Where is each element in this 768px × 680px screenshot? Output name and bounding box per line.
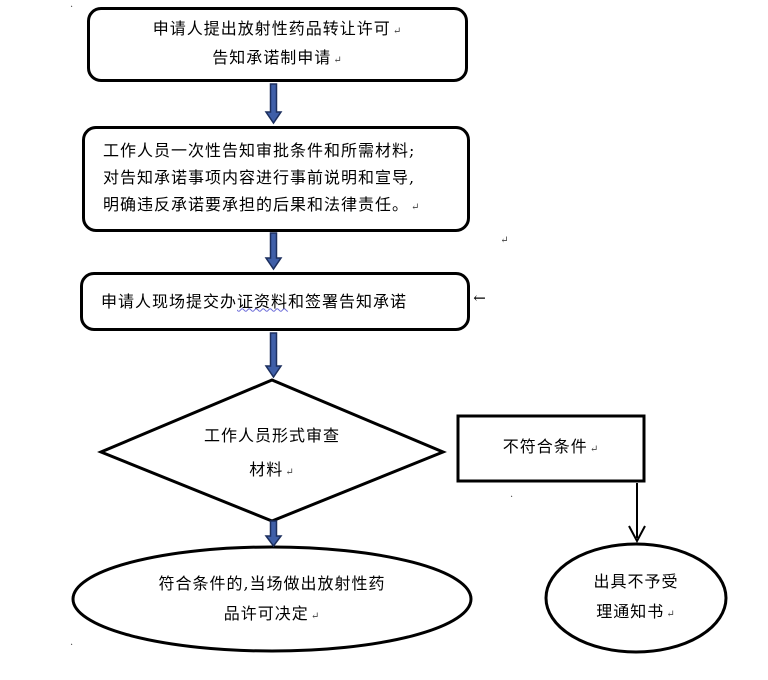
step-inform-conditions-line1: 工作人员一次性告知审批条件和所需材料; bbox=[103, 141, 416, 160]
paragraph-mark: ↵ bbox=[666, 608, 676, 620]
step-onsite-submission-text-squiggle: 证资料 bbox=[237, 291, 289, 311]
step-inform-conditions: 工作人员一次性告知审批条件和所需材料; 对告知承诺事项内容进行事前说明和宣导, … bbox=[82, 126, 470, 232]
corner-dot: · bbox=[70, 2, 74, 13]
reject-outcome: 出具不予受 理通知书↵ bbox=[566, 568, 706, 628]
step-submit-application: 申请人提出放射性药品转让许可↵ 告知承诺制申请↵ bbox=[87, 7, 468, 82]
corner-dot: · bbox=[510, 492, 514, 503]
reject-condition-box-shape bbox=[456, 414, 646, 483]
step-inform-conditions-line3: 明确违反承诺要承担的后果和法律责任。 bbox=[103, 195, 410, 214]
approve-outcome: 符合条件的,当场做出放射性药 品许可决定↵ bbox=[110, 570, 434, 630]
paragraph-mark: ↵ bbox=[589, 444, 600, 455]
paragraph-mark: ↵ bbox=[411, 202, 421, 213]
connector-arrow bbox=[628, 483, 646, 544]
approve-outcome-line1: 符合条件的,当场做出放射性药 bbox=[158, 573, 386, 593]
step-submit-application-line1: 申请人提出放射性药品转让许可 bbox=[152, 18, 391, 38]
corner-dot: · bbox=[70, 640, 74, 651]
approve-outcome-line2: 品许可决定 bbox=[223, 603, 309, 623]
reject-condition: 不符合条件↵ bbox=[461, 419, 641, 478]
step-onsite-submission: 申请人现场提交办证资料和签署告知承诺 bbox=[80, 272, 470, 331]
decision-formal-review: 工作人员形式审查 材料↵ bbox=[180, 420, 364, 488]
decision-formal-review-line2: 材料 bbox=[249, 459, 284, 479]
decision-formal-review-line1: 工作人员形式审查 bbox=[203, 425, 340, 445]
step-onsite-submission-text-b: 和签署告知承诺 bbox=[288, 291, 408, 311]
block-arrow bbox=[264, 83, 283, 125]
paragraph-mark: ↵ bbox=[285, 466, 295, 478]
left-arrow-mark: ← bbox=[473, 289, 487, 307]
step-inform-conditions-line2: 对告知承诺事项内容进行事前说明和宣导, bbox=[103, 168, 416, 187]
block-arrow bbox=[264, 332, 283, 379]
reject-condition-text: 不符合条件 bbox=[502, 437, 588, 456]
block-arrow bbox=[264, 520, 283, 548]
reject-outcome-line2: 理通知书 bbox=[596, 601, 665, 621]
reject-ellipse-shape bbox=[544, 542, 728, 654]
block-arrow bbox=[264, 232, 283, 271]
step-submit-application-line2: 告知承诺制申请 bbox=[212, 47, 332, 67]
approve-ellipse-shape bbox=[71, 545, 473, 653]
paragraph-mark: ↵ bbox=[333, 54, 343, 66]
paragraph-mark: ↵ bbox=[392, 25, 403, 37]
reject-outcome-line1: 出具不予受 bbox=[593, 571, 679, 591]
step-onsite-submission-text-a: 申请人现场提交办 bbox=[101, 291, 238, 311]
paragraph-mark: ↵ bbox=[310, 610, 321, 622]
paragraph-mark: ↵ bbox=[500, 235, 510, 246]
